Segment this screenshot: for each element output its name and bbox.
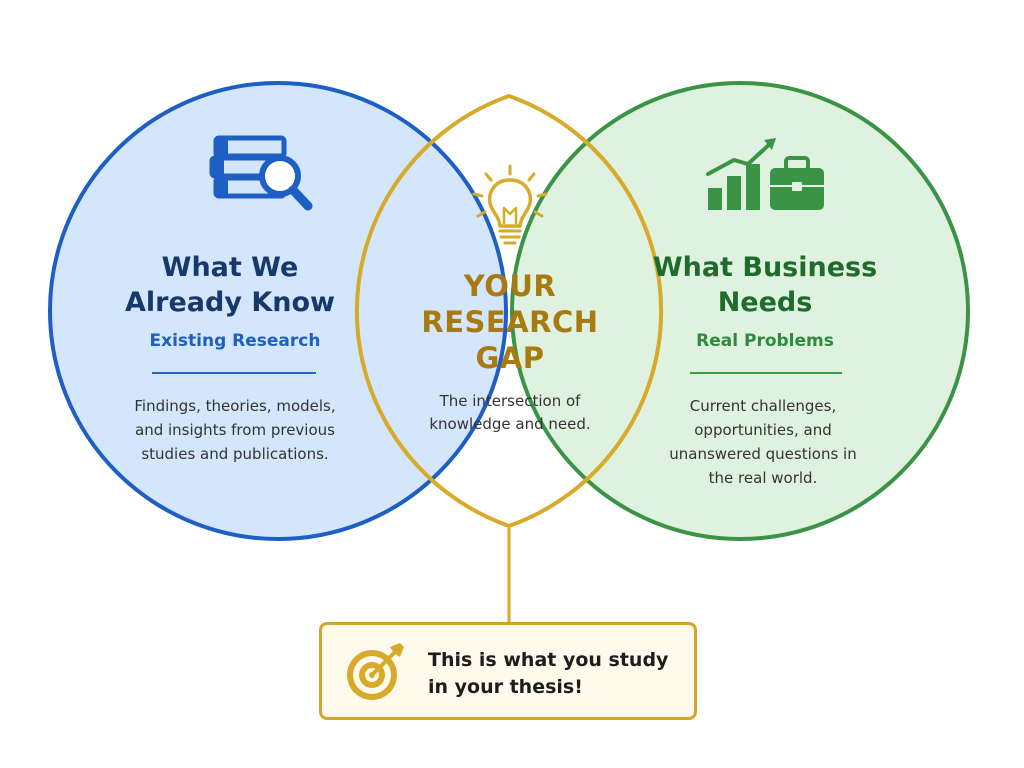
right-circle-title: What Business Needs [652, 252, 878, 318]
center-title: YOUR RESEARCH GAP [421, 269, 599, 375]
right-circle-description: Current challenges, opportunities, and u… [669, 397, 857, 487]
center-description: The intersection of knowledge and need. [429, 392, 591, 433]
callout-text: This is what you study in your thesis! [428, 649, 669, 698]
left-divider [152, 372, 316, 374]
right-divider [690, 372, 842, 374]
left-circle-subtitle: Existing Research [149, 331, 321, 351]
left-circle-title: What We Already Know [125, 252, 335, 318]
books-magnifier-icon [209, 135, 313, 211]
growth-chart-briefcase-icon [706, 138, 824, 210]
left-circle [48, 81, 508, 541]
right-circle [510, 81, 970, 541]
right-circle-subtitle: Real Problems [696, 331, 834, 351]
left-circle-description: Findings, theories, models, and insights… [134, 397, 336, 463]
lens-outline [354, 93, 664, 529]
lightbulb-icon [472, 164, 548, 245]
target-arrow-icon [347, 643, 404, 700]
thesis-callout-box: This is what you study in your thesis! [319, 622, 697, 720]
